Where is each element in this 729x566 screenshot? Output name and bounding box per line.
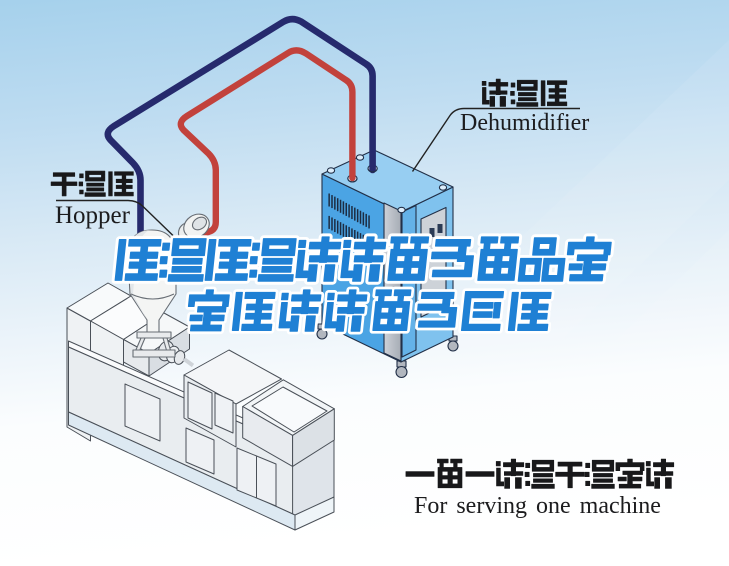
- svg-text:Dehumidifier: Dehumidifier: [460, 110, 589, 136]
- svg-text:Hopper: Hopper: [55, 202, 131, 229]
- svg-text:For serving one machine: For serving one machine: [414, 493, 661, 519]
